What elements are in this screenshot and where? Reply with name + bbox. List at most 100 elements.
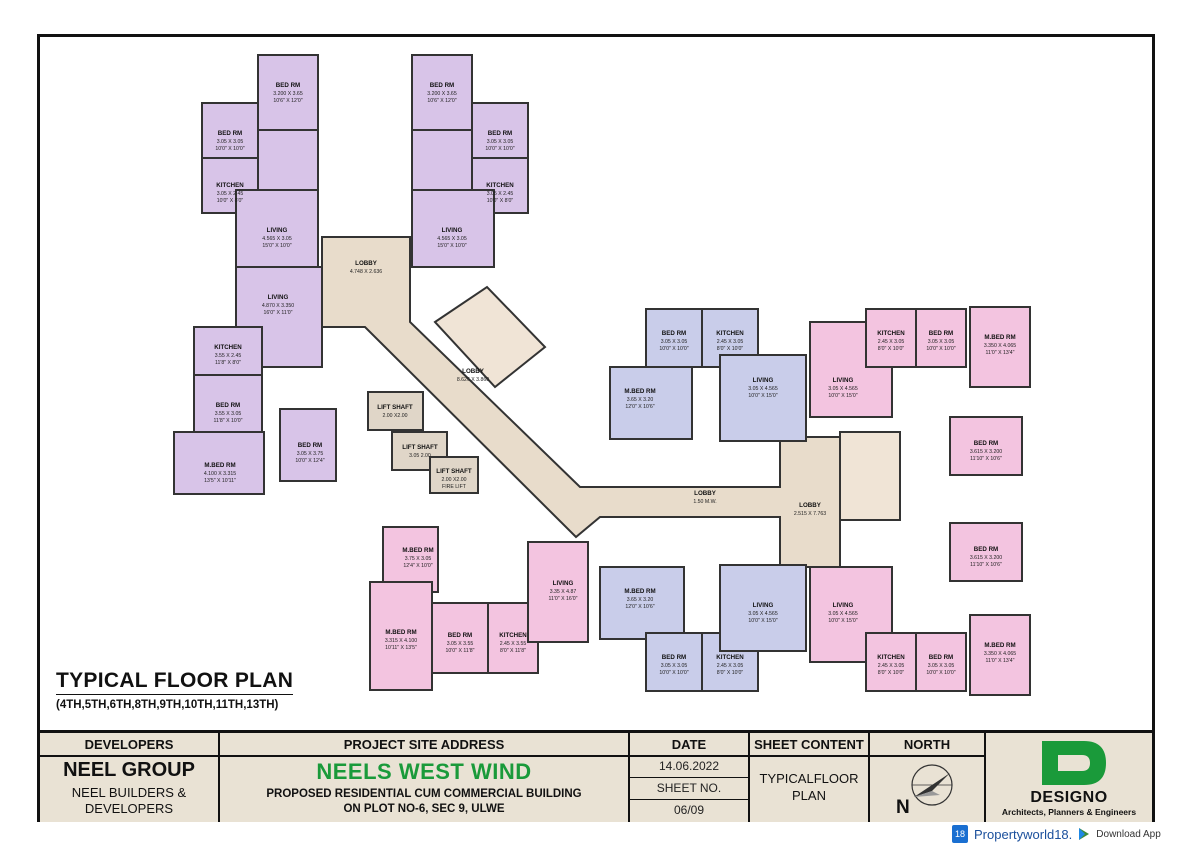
firm-name: DESIGNO (1030, 789, 1108, 806)
room-dim: 3.05 X 4.565 (828, 611, 858, 617)
room-name: BED RM (298, 442, 322, 449)
room-name: LIFT SHAFT (377, 404, 413, 411)
room-shape (527, 541, 589, 643)
room-dim: 3.05 2.00 (409, 453, 431, 459)
propertyworld-badge-icon: 18 (952, 825, 968, 843)
room-dim: 3.05 X 2.45 (217, 191, 244, 197)
lift-shaft-shape (367, 391, 424, 431)
room-name: M.BED RM (385, 629, 416, 636)
room-shape (257, 54, 319, 131)
room-name: KITCHEN (877, 330, 905, 337)
room-name: KITCHEN (716, 330, 744, 337)
room-name: BED RM (218, 130, 242, 137)
room-dim-ft: 10'0" X 15'0" (828, 393, 857, 399)
room-dim-ft: 11'10" X 10'6" (970, 562, 1002, 568)
room-dim-ft: 15'0" X 10'0" (437, 243, 466, 249)
room-name: KITCHEN (214, 344, 242, 351)
north-label: NORTH (870, 733, 984, 757)
developer-sub2: DEVELOPERS (84, 801, 174, 816)
room-dim: 3.05 X 3.05 (661, 339, 688, 345)
room-dim: 4.870 X 3.350 (262, 303, 294, 309)
room-dim: 3.05 X 3.05 (217, 139, 244, 145)
room-dim-ft: 8'0" X 10'0" (717, 670, 744, 676)
room-dim-ft: 10'6" X 12'0" (273, 98, 302, 104)
room-dim-ft: 10'0" X 10'0" (215, 146, 244, 152)
room-name: BED RM (929, 330, 953, 337)
sheet-no-label: SHEET NO. (630, 777, 748, 800)
developers-cell: DEVELOPERS NEEL GROUP NEEL BUILDERS & DE… (40, 733, 220, 822)
room-shape (645, 308, 703, 368)
room-name: BED RM (448, 632, 472, 639)
room-dim: 2.00 X2.00 (441, 477, 466, 483)
room-shape (969, 306, 1031, 388)
room-dim-ft: 10'6" X 12'0" (427, 98, 456, 104)
room-name: M.BED RM (984, 334, 1015, 341)
room-dim-ft: 10'0" X 15'0" (748, 618, 777, 624)
room-dim-ft: 12'0" X 10'6" (625, 404, 654, 410)
room-dim-ft: 13'5" X 10'11" (204, 478, 236, 484)
room-dim: 2.515 X 7.763 (794, 511, 826, 517)
room-name: LIVING (268, 294, 289, 301)
room-name: M.BED RM (624, 588, 655, 595)
room-dim-ft: 11'0" X 13'4" (986, 658, 1015, 664)
room-dim: 8.626 X 3.860 (457, 377, 489, 383)
room-shape (609, 366, 693, 440)
propertyworld-watermark[interactable]: 18 Propertyworld18. Download App (952, 823, 1161, 845)
room-dim: 3.05 X 3.05 (661, 663, 688, 669)
room-shape (173, 431, 265, 495)
designo-logo-cell: DESIGNO Architects, Planners & Engineers (986, 733, 1152, 822)
project-site-cell: PROJECT SITE ADDRESS NEELS WEST WIND PRO… (220, 733, 630, 822)
room-dim: 4.565 X 3.05 (437, 236, 467, 242)
room-dim-ft: 8'0" X 11'8" (500, 648, 526, 654)
north-letter: N (896, 797, 910, 818)
room-dim: 3.55 X 2.45 (215, 353, 242, 359)
room-dim: 3.65 X 3.20 (627, 597, 654, 603)
room-dim: 3.05 X 2.45 (487, 191, 514, 197)
developer-sub1: NEEL BUILDERS & (71, 785, 187, 800)
room-dim: 3.350 X 4.065 (984, 651, 1016, 657)
room-name: BED RM (662, 654, 686, 661)
room-dim-ft: 11'8" X 8'0" (215, 360, 241, 366)
room-name: LIFT SHAFT (402, 444, 438, 451)
room-dim-ft: 8'0" X 10'0" (878, 346, 905, 352)
designo-logo-icon (1042, 741, 1106, 785)
room-dim: 3.75 X 3.05 (405, 556, 432, 562)
room-dim-ft: 10'0" X 10'0" (659, 346, 688, 352)
floor-plan-floors: (4TH,5TH,6TH,8TH,9TH,10TH,11TH,13TH) (56, 699, 279, 711)
play-store-icon (1079, 828, 1090, 840)
room-shape (257, 129, 319, 191)
staircase-shape (839, 431, 901, 521)
room-dim: 3.05 X 3.05 (487, 139, 514, 145)
room-name: KITCHEN (216, 182, 244, 189)
room-dim-ft: 15'0" X 10'0" (262, 243, 291, 249)
room-name: LIVING (753, 602, 774, 609)
room-name: LIVING (753, 377, 774, 384)
room-name: M.BED RM (204, 462, 235, 469)
sheet-no-value: 06/09 (673, 803, 705, 817)
room-shape (369, 581, 433, 691)
room-dim-ft: 8'0" X 10'0" (878, 670, 905, 676)
developer-name: NEEL GROUP (63, 759, 195, 781)
room-dim: 3.05 X 4.565 (748, 386, 778, 392)
room-name: LIFT SHAFT (436, 468, 472, 475)
room-dim: 3.615 X 3.200 (970, 449, 1002, 455)
room-name: BED RM (430, 82, 454, 89)
